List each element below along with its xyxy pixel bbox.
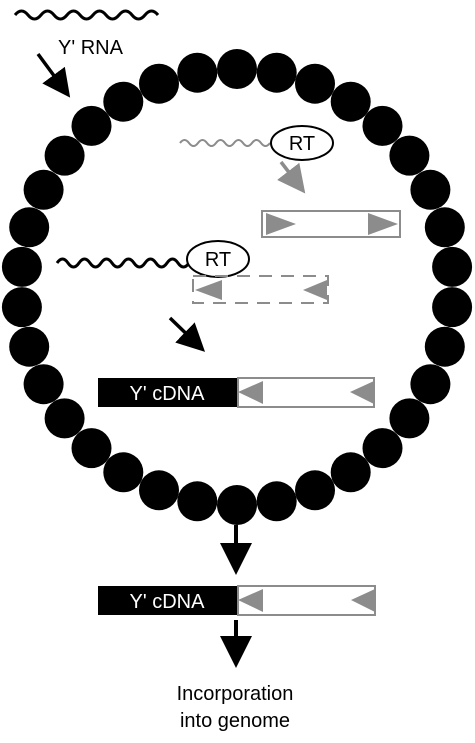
ring-bead [177, 481, 218, 522]
gray-arrow [277, 160, 306, 194]
ring-bead [330, 452, 371, 493]
ring-bead [1, 246, 42, 287]
cdna-block-inside [98, 378, 238, 407]
synthesis-arrow [168, 316, 206, 352]
ring-bead [256, 481, 297, 522]
ring-bead [330, 81, 371, 122]
ring-bead [410, 364, 451, 405]
cdna-label-inside: Y' cDNA [130, 383, 206, 405]
ring-bead [103, 452, 144, 493]
ltr-triangle-right-dashed [303, 280, 327, 300]
ring-bead [103, 81, 144, 122]
ring-bead [9, 207, 50, 248]
ring-bead [389, 135, 430, 176]
ring-bead [432, 287, 473, 328]
ring-bead [139, 470, 179, 511]
rna-wave-black [55, 257, 191, 269]
ring-bead [71, 105, 112, 146]
bead-ring [1, 49, 473, 525]
rt-label-middle: RT [205, 249, 231, 271]
ring-bead [217, 485, 257, 525]
ltr-triangle-left-outside [238, 589, 263, 612]
cdna-block-outside [98, 586, 238, 615]
incorporation-label-line2: into genome [180, 710, 290, 732]
ltr-triangle-left-inside [238, 381, 263, 404]
ring-bead [362, 428, 403, 469]
ring-bead [295, 63, 335, 104]
ring-bead [9, 326, 50, 367]
ltr-triangle-right-inside [350, 381, 374, 404]
ltr-triangle-right-top [368, 213, 398, 235]
rt-label-top: RT [289, 133, 315, 155]
ring-bead [389, 398, 430, 439]
ltr-triangle-left-dashed [195, 280, 222, 300]
ring-bead [139, 63, 179, 104]
y-rna-label: Y' RNA [58, 37, 124, 59]
rt-enzyme-top [270, 125, 334, 161]
ring-bead [362, 105, 403, 146]
ring-bead [256, 52, 297, 93]
ring-bead [177, 52, 218, 93]
ring-bead [410, 169, 451, 210]
ring-bead [424, 326, 465, 367]
rna-wave-gray [179, 139, 271, 147]
ring-bead [44, 398, 85, 439]
ring-bead [23, 169, 64, 210]
ring-bead [432, 246, 473, 287]
ring-bead [71, 428, 112, 469]
ring-bead [424, 207, 465, 248]
cdna-label-outside: Y' cDNA [130, 591, 206, 613]
ring-bead [23, 364, 64, 405]
ring-bead [1, 287, 42, 328]
y-rna-wave [13, 9, 160, 21]
incorporation-label-line1: Incorporation [177, 683, 294, 705]
ltr-triangle-left-top [266, 213, 296, 235]
ring-bead [44, 135, 85, 176]
dna-element-dashed [192, 275, 329, 304]
ltr-triangle-right-outside [351, 589, 375, 612]
entry-arrow [36, 52, 71, 98]
ring-bead [217, 49, 257, 89]
ring-bead [295, 470, 335, 511]
